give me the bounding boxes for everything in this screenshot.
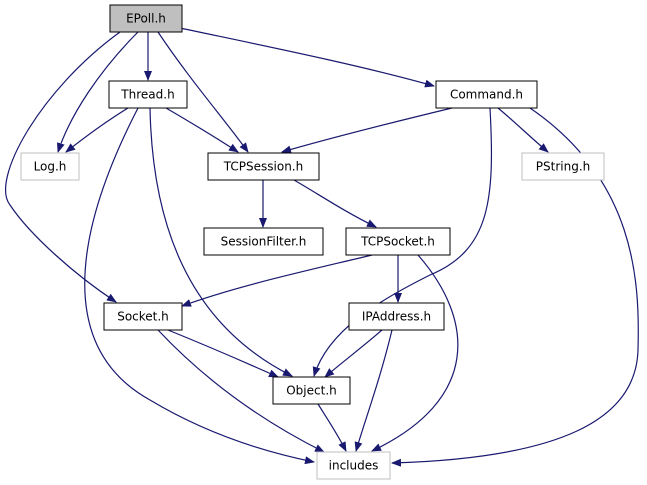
edge-line xyxy=(371,254,459,452)
edge-line xyxy=(312,107,493,377)
edge-epoll-to-command xyxy=(179,27,435,88)
node-command[interactable]: Command.h xyxy=(435,80,538,109)
node-label: TCPSession.h xyxy=(223,160,303,174)
edge-thread-to-log xyxy=(65,107,129,153)
node-box xyxy=(348,302,445,331)
edge-line xyxy=(354,329,393,452)
node-socket[interactable]: Socket.h xyxy=(103,302,183,331)
node-box xyxy=(103,302,183,331)
node-log: Log.h xyxy=(20,152,80,181)
edge-line xyxy=(56,31,139,153)
node-box xyxy=(109,4,183,33)
edge-command-to-includes xyxy=(391,107,639,467)
node-tcpsession[interactable]: TCPSession.h xyxy=(207,152,320,181)
edge-thread-to-object xyxy=(149,107,293,377)
node-label: PString.h xyxy=(536,160,590,174)
node-box xyxy=(207,152,320,181)
edge-line xyxy=(157,31,249,153)
edge-thread-to-tcpsession xyxy=(165,107,239,153)
node-includes: includes xyxy=(316,451,391,480)
node-box xyxy=(108,80,188,109)
node-label: Object.h xyxy=(286,384,337,398)
node-box xyxy=(435,80,538,109)
edge-line xyxy=(165,107,239,153)
edge-line xyxy=(157,329,325,453)
edge-line xyxy=(149,107,293,377)
node-sessionfilter[interactable]: SessionFilter.h xyxy=(203,227,324,256)
edge-ipaddress-to-object xyxy=(324,329,383,378)
edge-object-to-includes xyxy=(317,403,347,452)
node-tcpsocket[interactable]: TCPSocket.h xyxy=(345,227,451,256)
edge-ipaddress-to-includes xyxy=(354,329,393,452)
node-pstring: PString.h xyxy=(521,152,605,181)
edge-epoll-to-tcpsession xyxy=(157,31,249,153)
edge-tcpsession-to-tcpsocket xyxy=(293,179,377,228)
edge-line xyxy=(179,27,435,88)
edge-line xyxy=(84,107,315,465)
node-label: EPoll.h xyxy=(126,12,166,26)
node-thread[interactable]: Thread.h xyxy=(108,80,188,109)
node-box xyxy=(272,376,351,405)
node-box xyxy=(316,451,391,480)
node-box xyxy=(20,152,80,181)
edge-thread-to-includes xyxy=(84,107,315,465)
edge-command-to-pstring xyxy=(497,107,549,153)
edge-line xyxy=(181,254,373,307)
edge-command-to-object xyxy=(312,107,493,377)
node-label: Socket.h xyxy=(117,310,169,324)
node-epoll[interactable]: EPoll.h xyxy=(109,4,183,33)
node-box xyxy=(521,152,605,181)
edge-socket-to-object xyxy=(167,329,279,378)
node-label: TCPSocket.h xyxy=(360,235,435,249)
edge-line xyxy=(167,329,279,378)
edge-line xyxy=(293,179,377,228)
edge-line xyxy=(324,329,383,378)
edge-tcpsocket-to-socket xyxy=(181,254,373,307)
edge-line xyxy=(65,107,129,153)
edge-command-to-tcpsession xyxy=(281,107,453,154)
node-box xyxy=(203,227,324,256)
node-label: IPAddress.h xyxy=(362,310,431,324)
edge-line xyxy=(317,403,347,452)
node-object[interactable]: Object.h xyxy=(272,376,351,405)
node-ipaddress[interactable]: IPAddress.h xyxy=(348,302,445,331)
edge-tcpsocket-to-includes xyxy=(371,254,459,452)
edge-socket-to-includes xyxy=(157,329,325,453)
edges-layer xyxy=(5,27,639,467)
edge-line xyxy=(497,107,549,153)
node-label: Thread.h xyxy=(120,88,174,102)
node-label: includes xyxy=(329,459,379,473)
edge-line xyxy=(391,107,639,467)
edge-line xyxy=(281,107,453,154)
node-label: Log.h xyxy=(34,160,67,174)
node-box xyxy=(345,227,451,256)
edge-epoll-to-socket xyxy=(5,31,121,303)
edge-epoll-to-log xyxy=(56,31,139,153)
node-label: SessionFilter.h xyxy=(221,235,307,249)
edge-line xyxy=(5,31,121,303)
node-label: Command.h xyxy=(450,88,523,102)
